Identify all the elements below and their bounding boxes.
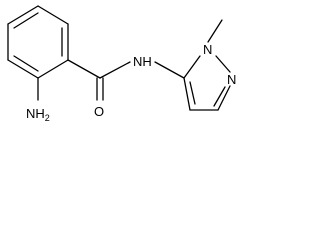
- benzene-bond-2: [37, 5, 69, 25]
- pyrazole-double-bond-inner-2: [189, 81, 196, 105]
- benzene-bond-5: [7, 59, 39, 79]
- benzene-double-bond-inner-3: [13, 55, 39, 72]
- amino-label: NH2: [26, 106, 50, 123]
- benzene-bond-4: [37, 59, 69, 79]
- chemical-structure-diagram: NH2 O NH N N: [7, 5, 236, 123]
- amide-nh-label: NH: [133, 54, 152, 69]
- benzene-ring: [7, 5, 69, 79]
- pyrazole-bond-n1-n2: [215, 55, 231, 73]
- methyl-bond: [207, 19, 223, 43]
- pyrazole-double-bond-inner: [213, 86, 226, 107]
- benzene-double-bond-inner-1: [13, 12, 39, 29]
- pyrazole-bond-c5-n1: [183, 55, 201, 79]
- amide-bond: [99, 61, 131, 79]
- nh-to-pyrazole-bond: [154, 61, 185, 79]
- pyrazole-n2-label: N: [227, 72, 236, 87]
- carbonyl-oxygen-label: O: [94, 104, 104, 119]
- pyrazole-bond-n2-c3: [217, 85, 231, 111]
- pyrazole-n1-label: N: [203, 42, 212, 57]
- ring-to-carbonyl-bond: [67, 59, 101, 79]
- pyrazole-ring: [183, 55, 231, 111]
- benzene-bond-1: [7, 5, 39, 25]
- pyrazole-bond-c4-c5: [183, 77, 191, 111]
- structure-canvas: NH2 O NH N N: [0, 0, 248, 135]
